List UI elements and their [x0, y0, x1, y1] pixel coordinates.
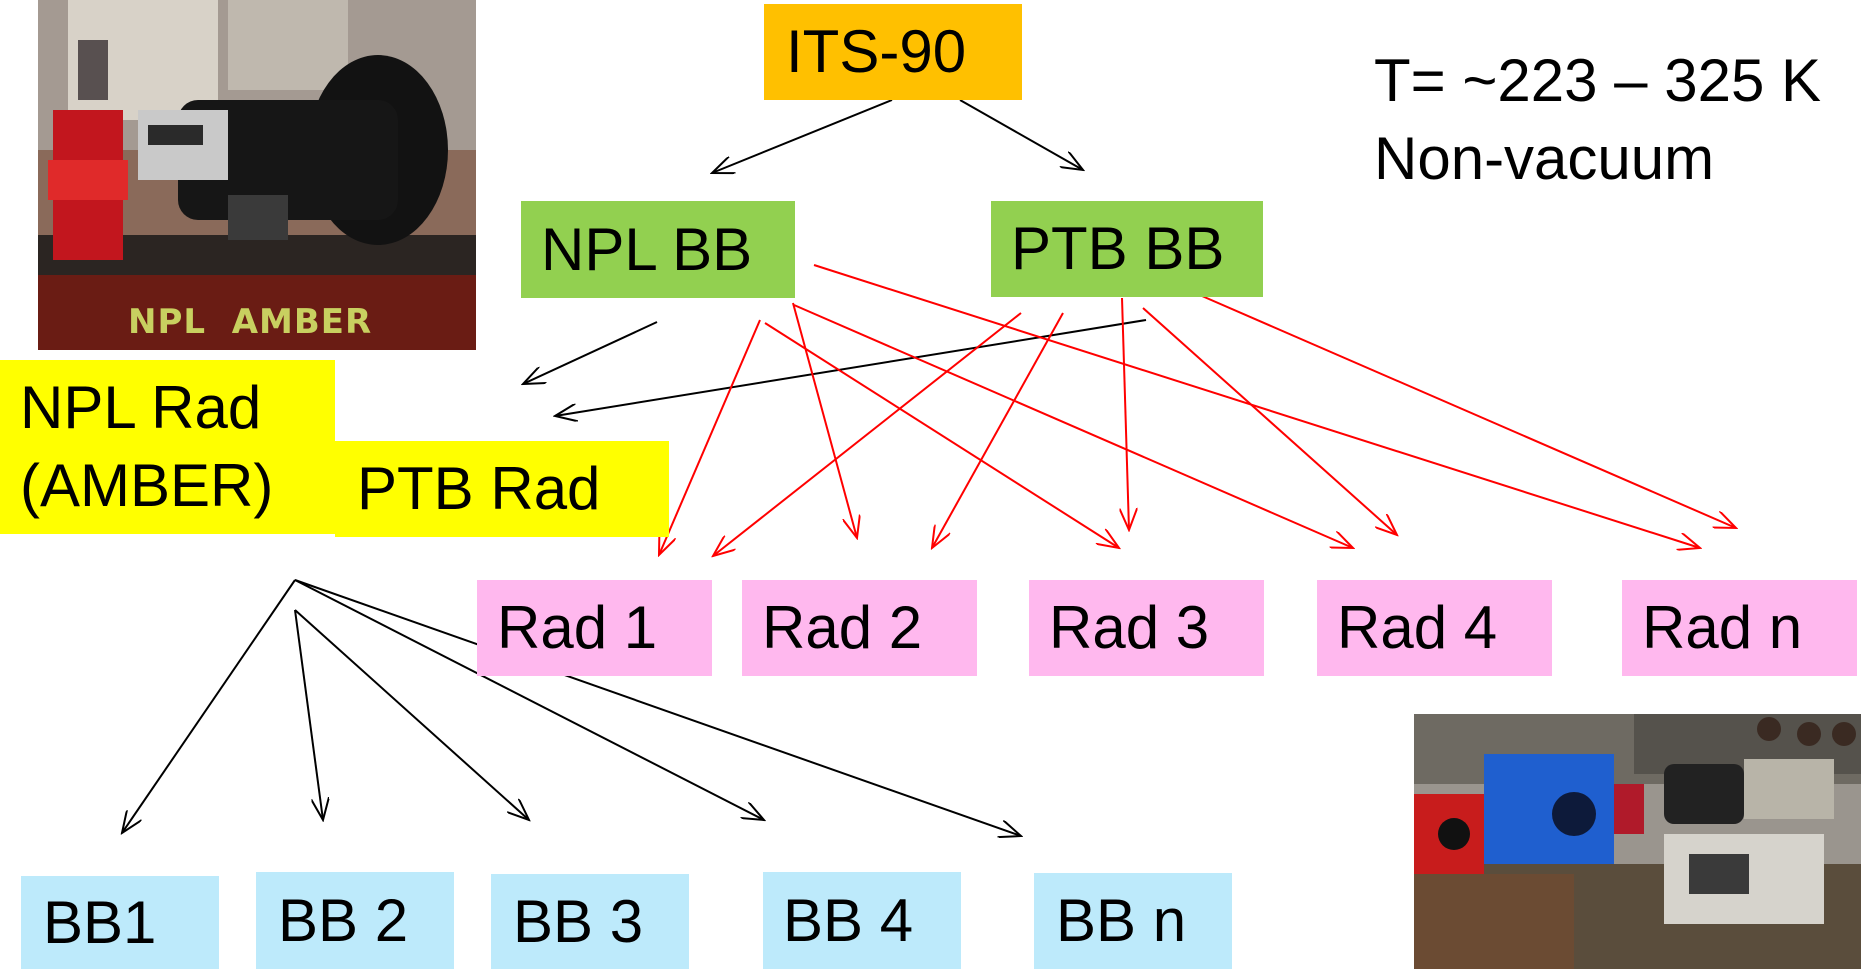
arrow-its90-to-npl-bb — [712, 99, 893, 173]
arrow-npl-bb-to-npl-rad — [523, 321, 658, 384]
arrow-npl-bb-to-rad3 — [764, 322, 1119, 548]
arrow-ptb-bb-to-rad2 — [932, 312, 1064, 548]
arrow-rad-to-bb2 — [294, 609, 323, 820]
npl-amber-photo-label: NPL AMBER — [128, 302, 373, 342]
bb2-node: BB 2 — [256, 872, 454, 969]
arrow-rad-to-bb1 — [122, 579, 296, 833]
arrow-ptb-bb-to-rad1 — [713, 312, 1022, 556]
arrow-ptb-bb-to-ptb-rad — [555, 319, 1147, 416]
npl-bb-node: NPL BB — [521, 201, 795, 298]
arrow-npl-bb-to-rad1 — [659, 319, 761, 555]
arrow-rad-to-bb3 — [294, 609, 529, 820]
arrow-its90-to-ptb-bb — [959, 99, 1083, 170]
bb1-node: BB1 — [21, 876, 219, 969]
arrow-ptb-bb-to-radn — [1201, 295, 1736, 528]
arrow-npl-bb-to-radn — [813, 264, 1700, 548]
its90-node: ITS-90 — [764, 4, 1022, 100]
ptb-rad-node: PTB Rad — [335, 441, 669, 537]
rad3-node: Rad 3 — [1029, 580, 1264, 676]
arrow-npl-bb-to-rad2 — [792, 302, 857, 538]
npl-rad-node: NPL Rad (AMBER) — [0, 360, 335, 534]
comparison-lab-photo — [1414, 714, 1861, 969]
arrow-ptb-bb-to-rad4 — [1142, 307, 1397, 535]
bb3-node: BB 3 — [491, 874, 689, 969]
rad4-node: Rad 4 — [1317, 580, 1552, 676]
conditions-note: T= ~223 – 325 K Non-vacuum — [1374, 42, 1821, 198]
comparison-lab-illustration — [1414, 714, 1861, 969]
arrow-npl-bb-to-rad4 — [793, 304, 1353, 548]
radn-node: Rad n — [1622, 580, 1857, 676]
ptb-bb-node: PTB BB — [991, 201, 1263, 297]
bb4-node: BB 4 — [763, 872, 961, 969]
environment-label: Non-vacuum — [1374, 125, 1715, 192]
temperature-range: T= ~223 – 325 K — [1374, 47, 1822, 114]
bbn-node: BB n — [1034, 873, 1232, 969]
npl-amber-photo: NPL AMBER — [38, 0, 476, 350]
arrow-rad-to-bbn — [294, 579, 1021, 836]
rad2-node: Rad 2 — [742, 580, 977, 676]
rad1-node: Rad 1 — [477, 580, 712, 676]
arrow-ptb-bb-to-rad3 — [1122, 297, 1129, 530]
npl-amber-illustration — [38, 0, 476, 350]
arrow-rad-to-bb4 — [294, 579, 764, 820]
